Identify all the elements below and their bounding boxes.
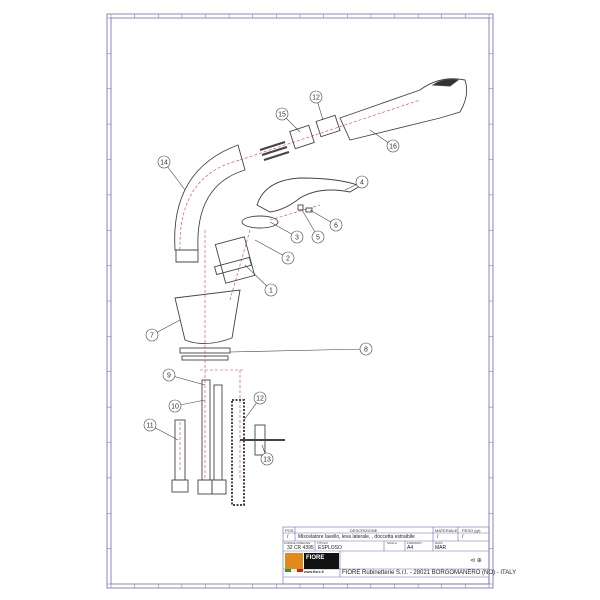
logo-url: www.fiore.it bbox=[304, 570, 324, 574]
callout-8: 8 bbox=[229, 342, 373, 356]
callout-2: 2 bbox=[254, 239, 295, 265]
callout-circle bbox=[311, 230, 325, 244]
body-part bbox=[174, 289, 241, 344]
spring-part bbox=[259, 140, 290, 162]
callout-circle bbox=[329, 218, 343, 232]
callout-circle bbox=[355, 175, 369, 189]
callout-circle bbox=[264, 283, 278, 297]
material-value: / bbox=[437, 534, 439, 540]
callout-14: 14 bbox=[157, 155, 186, 191]
material-label: MATERIALE bbox=[435, 528, 458, 533]
callout-11: 11 bbox=[143, 418, 179, 441]
pos-value: / bbox=[287, 534, 289, 540]
projection-symbol-icon: ⊲ ⊕ bbox=[470, 558, 482, 564]
callout-circle bbox=[359, 342, 373, 356]
callout-circle bbox=[145, 328, 159, 342]
callout-number: 12 bbox=[312, 95, 320, 102]
scale-label: SCALA bbox=[387, 541, 397, 545]
callout-labels: 12 15 16 14 4 6 5 3 2 1 7 8 9 10 11 12 13 bbox=[143, 90, 400, 466]
callout-circle bbox=[162, 368, 176, 382]
title-block-grid bbox=[282, 526, 490, 585]
description-value: Miscelatore lavello, leva laterale, , do… bbox=[298, 534, 415, 540]
exploded-parts bbox=[171, 78, 468, 506]
spray-head-part bbox=[339, 78, 468, 141]
description-label: DESCRIZIONE bbox=[350, 528, 378, 533]
callout-12: 12 bbox=[309, 90, 324, 121]
callout-number: 2 bbox=[286, 256, 290, 263]
date-label: DATA bbox=[435, 541, 443, 545]
callout-circle bbox=[386, 139, 400, 153]
callout-number: 1 bbox=[269, 288, 273, 295]
callout-circle bbox=[157, 155, 171, 169]
callout-circle bbox=[143, 418, 157, 432]
code-value: 32 CR 4395 bbox=[287, 545, 314, 551]
date-value: MAR bbox=[435, 545, 447, 551]
callout-number: 11 bbox=[146, 423, 153, 430]
assembly-axis-lines bbox=[179, 99, 421, 480]
code-label: CODICE DISEGNO bbox=[284, 541, 311, 545]
callout-number: 12 bbox=[256, 396, 264, 403]
callout-7: 7 bbox=[145, 319, 181, 342]
title-label: TITOLO bbox=[317, 541, 328, 545]
connector-part bbox=[315, 114, 341, 138]
callout-1: 1 bbox=[244, 264, 278, 297]
cartridge-part bbox=[214, 236, 256, 284]
pos-label: POS. bbox=[285, 528, 295, 533]
callout-number: 9 bbox=[167, 373, 171, 380]
callout-circle bbox=[275, 107, 289, 121]
lever-part bbox=[256, 177, 362, 213]
callout-5: 5 bbox=[301, 209, 325, 244]
spout-part bbox=[174, 144, 246, 251]
format-value: A4 bbox=[407, 545, 414, 551]
callout-13: 13 bbox=[260, 444, 274, 466]
weight-label: PESO (gr) bbox=[462, 528, 481, 533]
callout-10: 10 bbox=[168, 399, 206, 413]
frame-ruler-ticks bbox=[107, 14, 493, 588]
fiore-logo bbox=[285, 553, 339, 572]
callout-number: 4 bbox=[360, 180, 364, 187]
cap-part bbox=[241, 215, 279, 229]
title-value: ESPLOSO bbox=[318, 545, 342, 551]
format-label: FORMATO bbox=[407, 541, 422, 545]
drawing-frame bbox=[106, 13, 494, 589]
callout-9: 9 bbox=[162, 368, 206, 386]
weight-value: / bbox=[462, 534, 464, 540]
callout-15: 15 bbox=[275, 107, 301, 133]
callout-3: 3 bbox=[269, 221, 304, 244]
callout-number: 10 bbox=[171, 404, 179, 411]
callout-number: 14 bbox=[160, 160, 168, 167]
callout-number: 13 bbox=[263, 457, 271, 464]
callout-12: 12 bbox=[243, 391, 267, 421]
callout-16: 16 bbox=[369, 129, 400, 153]
logo-text: FIORE bbox=[306, 555, 325, 561]
callout-circle bbox=[309, 90, 323, 104]
callout-number: 5 bbox=[316, 235, 320, 242]
callout-number: 15 bbox=[278, 112, 286, 119]
callout-number: 7 bbox=[150, 333, 154, 340]
washer-part bbox=[179, 347, 231, 354]
callout-circle bbox=[260, 452, 274, 466]
leader-line bbox=[229, 348, 367, 353]
callout-circle bbox=[168, 399, 182, 413]
callout-number: 3 bbox=[295, 235, 299, 242]
callout-4: 4 bbox=[344, 175, 369, 191]
company-address: FIORE Rubinetterie S.r.l. - 28021 BORGOM… bbox=[342, 570, 517, 576]
callout-circle bbox=[281, 251, 295, 265]
callout-6: 6 bbox=[309, 209, 343, 232]
callout-number: 8 bbox=[364, 347, 368, 354]
callout-number: 16 bbox=[389, 144, 397, 151]
callout-number: 6 bbox=[334, 223, 338, 230]
callout-circle bbox=[253, 391, 267, 405]
callout-circle bbox=[290, 230, 304, 244]
flex-hose-part bbox=[231, 399, 245, 506]
